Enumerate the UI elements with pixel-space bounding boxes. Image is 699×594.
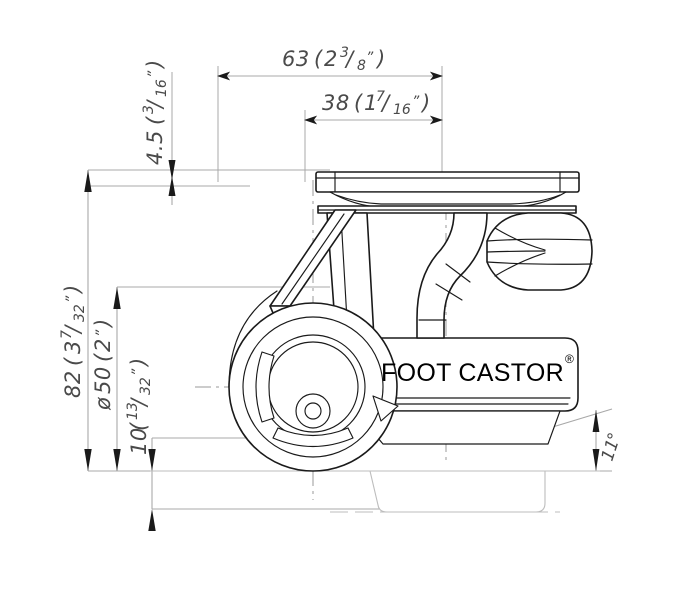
label-50-unit: ” (94, 329, 110, 337)
label-50-close-paren: ) (91, 318, 115, 329)
label-82-whole: 3 (61, 340, 85, 354)
pad-outline (369, 470, 546, 513)
label-45-unit: ” (146, 70, 162, 78)
knob-rib-2 (486, 261, 593, 265)
label-10-metric: 10 (127, 427, 151, 455)
neck-rib-2 (435, 283, 463, 301)
label-10-denominator: 32 (138, 377, 154, 395)
knob-flute-upper (494, 227, 546, 251)
arrow-50-top (113, 287, 121, 309)
plate-bar (315, 171, 580, 193)
label-38-whole: 1 (364, 91, 378, 115)
label-63-numerator: 3 (340, 45, 349, 61)
label-plate-thickness: 4.5 ( 3 / 16 ” ) (141, 59, 170, 165)
label-82-unit: ” (64, 295, 80, 303)
label-82-denominator: 32 (72, 304, 88, 322)
label-45-numerator: 3 (141, 105, 157, 114)
label-38-close-paren: ) (420, 91, 431, 115)
knob-flute-lower (494, 252, 546, 277)
dimension-height-overall (84, 170, 92, 471)
label-38-metric: 38 (322, 91, 350, 115)
label-50-whole: 2 (91, 338, 115, 352)
label-45-open-paren: ( (143, 116, 167, 125)
label-63-open-paren: ( (314, 47, 323, 71)
label-10-slash: / (127, 397, 151, 408)
knob-rib-1 (486, 238, 593, 242)
label-45-close-paren: ) (143, 59, 167, 70)
label-50-open-paren: ( (91, 353, 115, 362)
label-82-metric: 82 (61, 370, 85, 398)
top-mounting-plate (315, 171, 580, 214)
arrow-45-down (168, 160, 176, 180)
label-wheel-diameter: ø 50 ( 2 ” ) (91, 318, 115, 411)
arrow-82-top (84, 170, 92, 192)
label-63-slash: / (344, 47, 355, 71)
label-45-metric: 4.5 (143, 130, 167, 165)
wheel-tread-inner (242, 316, 384, 458)
diameter-symbol-icon: ø (91, 396, 115, 411)
label-10-unit: ” (130, 368, 146, 376)
plate-taper (329, 191, 567, 208)
knob-rib-3 (486, 250, 546, 253)
arrow-angle-bottom (592, 449, 600, 471)
strut-arm-rib (281, 213, 345, 305)
label-82-open-paren: ( (61, 357, 85, 366)
arrow-50-bottom (113, 449, 121, 471)
dimension-wheel-diameter (113, 287, 121, 471)
foot-pad-ghost (150, 470, 600, 513)
adjustment-knob (486, 212, 593, 291)
label-tilt-angle: 11 ° (598, 430, 626, 463)
label-10-close-paren: ) (127, 357, 151, 368)
label-82-slash: / (61, 324, 85, 335)
label-10-numerator: 13 (125, 402, 141, 420)
wheel-arc-detail-upper (228, 290, 278, 388)
label-10-open-paren: ( (127, 422, 151, 431)
label-38-slash: / (380, 91, 391, 115)
arrow-10-bottom (148, 509, 156, 531)
label-82-close-paren: ) (61, 284, 85, 295)
neck-rib-1 (445, 263, 471, 283)
arrow-angle-top (592, 410, 600, 432)
wheel-hub-bore (304, 402, 322, 420)
label-width-inner: 38 ( 1 7 / 16 ” ) (322, 89, 431, 118)
label-45-slash: / (143, 99, 167, 110)
label-38-open-paren: ( (354, 91, 363, 115)
label-38-numerator: 7 (376, 89, 385, 105)
label-pad-height: 10 ( 13 / 32 ” ) (125, 357, 154, 455)
rear-neck (416, 212, 488, 339)
label-38-denominator: 16 (393, 102, 411, 118)
label-63-close-paren: ) (375, 47, 386, 71)
arrow-10-top (148, 449, 156, 471)
dimension-network (84, 66, 613, 531)
registered-trademark-icon: ® (565, 352, 574, 366)
label-63-metric: 63 (282, 47, 310, 71)
label-width-overall: 63 ( 2 3 / 8 ” ) (282, 45, 386, 74)
label-45-denominator: 16 (154, 79, 170, 97)
label-height-overall: 82 ( 3 7 / 32 ” ) (59, 284, 88, 398)
label-63-unit: ” (366, 50, 374, 66)
plate-taper-inner (335, 194, 561, 205)
wheel-spoke-arc-bottom (272, 427, 354, 448)
label-82-numerator: 7 (59, 330, 75, 339)
wheel-spoke-arc-left (255, 351, 275, 423)
label-50-metric: 50 (91, 366, 115, 394)
dimension-plate-thickness (168, 130, 176, 205)
neck-throat (416, 212, 488, 339)
brand-label: FOOT CASTOR (381, 359, 564, 387)
brand-mark: FOOT CASTOR ® (381, 352, 574, 387)
label-63-denominator: 8 (357, 58, 366, 74)
arrow-45-up (168, 176, 176, 196)
dimension-pad-height (148, 438, 156, 531)
label-63-whole: 2 (324, 47, 338, 71)
wheel-brake-wedge (372, 395, 399, 422)
arrow-82-bottom (84, 449, 92, 471)
label-38-unit: ” (412, 94, 420, 110)
wheel-assembly (228, 290, 399, 472)
